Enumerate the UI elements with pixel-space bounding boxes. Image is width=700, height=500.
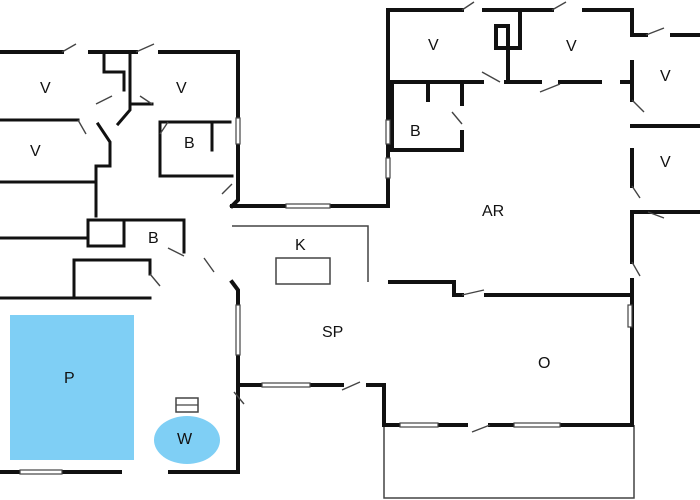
whirlpool-area [154, 416, 220, 464]
room-label-bathroom-2: B [148, 230, 159, 247]
room-label-bathroom-3: B [410, 123, 421, 140]
room-label-bedroom-7: V [660, 154, 671, 171]
room-label-pool: P [64, 370, 75, 387]
room-label-bedroom-2: V [176, 80, 187, 97]
room-label-dining: SP [322, 324, 343, 341]
room-label-bedroom-4: V [428, 37, 439, 54]
interior-walls [0, 52, 234, 300]
room-label-living: O [538, 355, 550, 372]
room-label-whirlpool: W [177, 431, 193, 448]
room-label-bedroom-1: V [40, 80, 51, 97]
room-label-bathroom-1: B [184, 135, 195, 152]
room-label-bedroom-5: V [566, 38, 577, 55]
room-label-bedroom-3: V [30, 143, 41, 160]
windows [19, 117, 633, 475]
walls [0, 8, 700, 474]
room-label-bedroom-6: V [660, 68, 671, 85]
kitchen-counter [232, 225, 369, 282]
terrace-outline [383, 425, 635, 499]
room-label-kitchen: K [295, 237, 306, 254]
kitchen-island [275, 257, 331, 285]
pool-area [10, 315, 134, 460]
room-label-activity-room: AR [482, 203, 504, 220]
door-swings [61, 1, 665, 433]
